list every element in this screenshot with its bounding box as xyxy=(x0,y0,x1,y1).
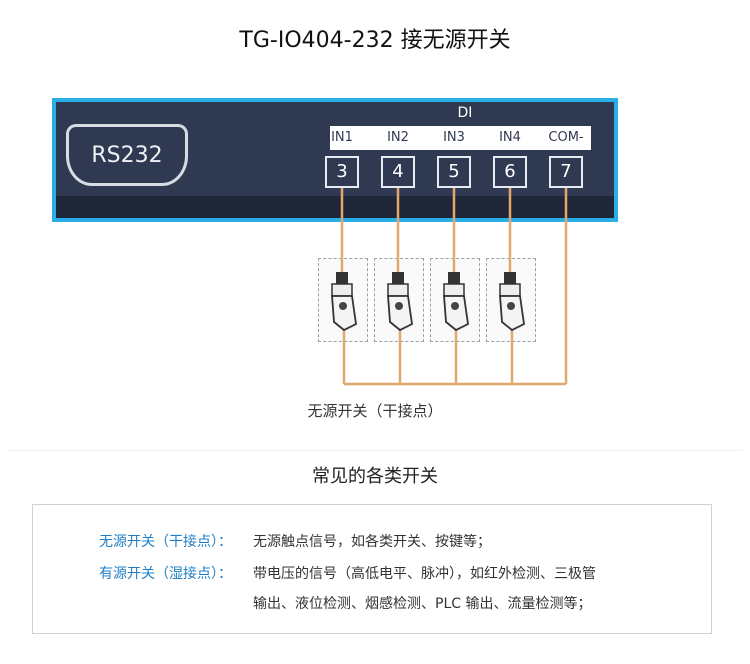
info-row1-value: 无源触点信号，如各类开关、按键等； xyxy=(253,534,491,550)
terminal-label-in4: IN4 xyxy=(499,130,521,145)
device-panel xyxy=(52,98,618,222)
terminal-label-in3: IN3 xyxy=(443,130,465,145)
wires xyxy=(340,188,568,386)
rs232-port: RS232 xyxy=(66,124,188,186)
switch-icon xyxy=(443,272,469,332)
terminal-label-com: COM- xyxy=(548,130,584,145)
terminal-6: 6 xyxy=(493,156,527,188)
terminal-3: 3 xyxy=(325,156,359,188)
terminal-4: 4 xyxy=(381,156,415,188)
info-row2-key: 有源开关（湿接点）： xyxy=(99,566,232,582)
page-title: TG-IO404-232 接无源开关 xyxy=(239,28,511,53)
info-box: 无源开关（干接点）： 无源触点信号，如各类开关、按键等； 有源开关（湿接点）： … xyxy=(32,504,712,634)
device-base-shadow xyxy=(56,196,614,218)
switch-icon xyxy=(387,272,413,332)
terminal-label-in2: IN2 xyxy=(387,130,409,145)
info-row2-value-line1: 带电压的信号（高低电平、脉冲），如红外检测、三极管 xyxy=(253,566,596,582)
switch-icon xyxy=(499,272,525,332)
terminal-7: 7 xyxy=(549,156,583,188)
info-row2-value-line2: 输出、液位检测、烟感检测、PLC 输出、流量检测等； xyxy=(253,596,592,612)
section-title: 常见的各类开关 xyxy=(312,466,438,487)
terminal-label-in1: IN1 xyxy=(331,130,353,145)
switch-icon xyxy=(331,272,357,332)
di-terminal-label-strip xyxy=(330,126,591,150)
section-divider xyxy=(8,450,742,451)
switch-caption: 无源开关（干接点） xyxy=(307,402,443,420)
info-row1-key: 无源开关（干接点）： xyxy=(99,534,232,550)
di-label: DI xyxy=(457,105,473,121)
terminal-5: 5 xyxy=(437,156,471,188)
